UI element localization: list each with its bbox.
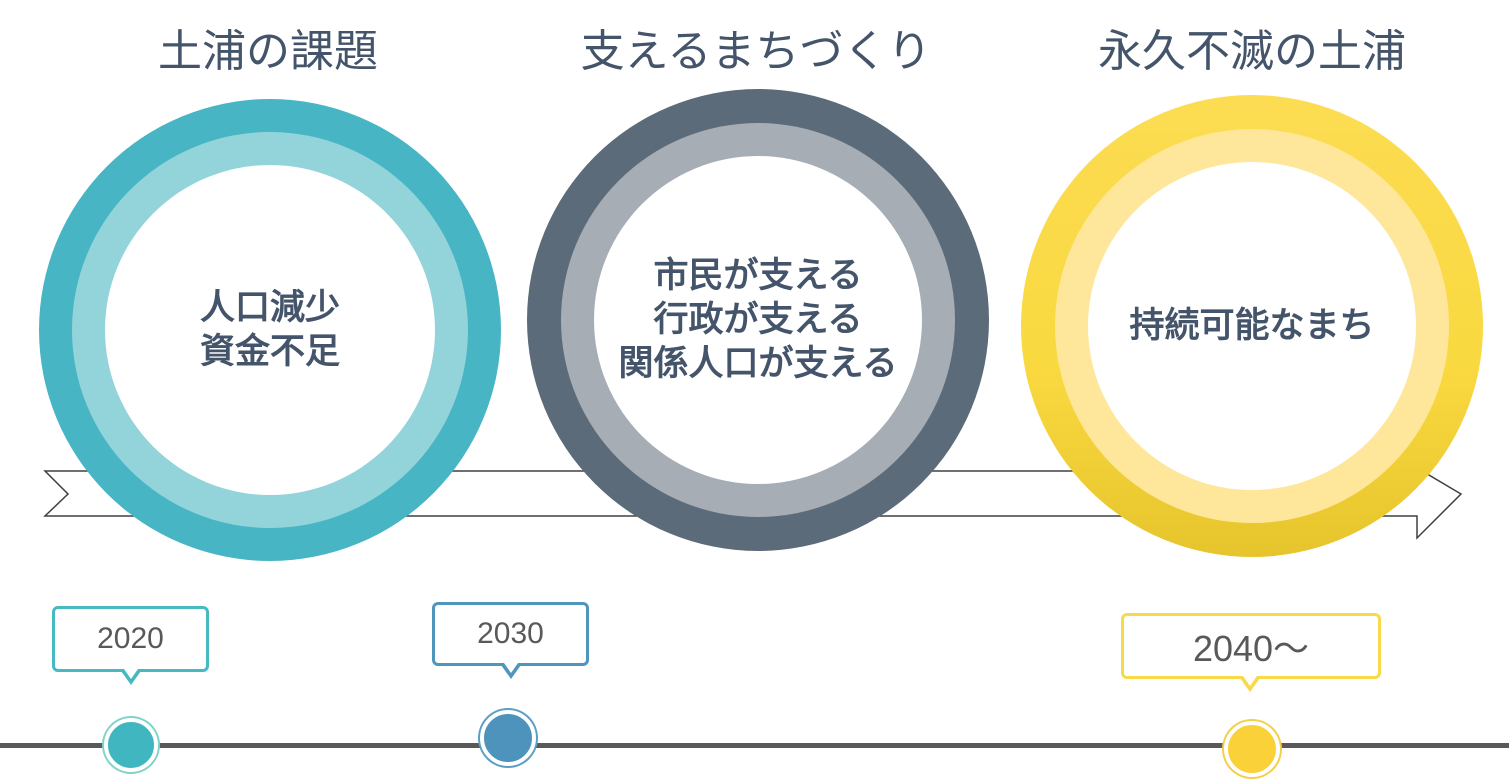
- timeline-line: [0, 743, 1509, 748]
- year-label-2040: 2040～: [1192, 628, 1310, 669]
- year-label-2020: 2020: [97, 622, 164, 655]
- sustainable-circle: 持続可能なまち: [1088, 162, 1416, 490]
- support-line-2: 行政が支える: [653, 300, 863, 340]
- year-label-2030: 2030: [477, 617, 544, 650]
- stage-title-sustainable: 永久不滅の土浦: [1098, 26, 1406, 77]
- challenges-circle: 人口減少 資金不足: [105, 165, 435, 495]
- year-bubble-2030: 2030: [432, 602, 589, 666]
- sustainable-line-1: 持続可能なまち: [1129, 306, 1375, 346]
- year-bubble-2020: 2020: [52, 606, 209, 672]
- timeline-dot-2040: [1224, 721, 1280, 777]
- year-bubble-2040: 2040～: [1121, 613, 1381, 679]
- stage-title-challenges: 土浦の課題: [158, 26, 378, 77]
- challenge-line-1: 人口減少: [199, 288, 340, 328]
- timeline-dot-2030: [480, 710, 536, 766]
- support-line-3: 関係人口が支える: [618, 344, 898, 384]
- timeline-dot-2020: [104, 718, 158, 772]
- challenge-line-2: 資金不足: [199, 332, 340, 372]
- support-circle: 市民が支える 行政が支える 関係人口が支える: [594, 156, 922, 484]
- support-line-1: 市民が支える: [653, 256, 863, 296]
- stage-title-support: 支えるまちづくり: [580, 26, 932, 77]
